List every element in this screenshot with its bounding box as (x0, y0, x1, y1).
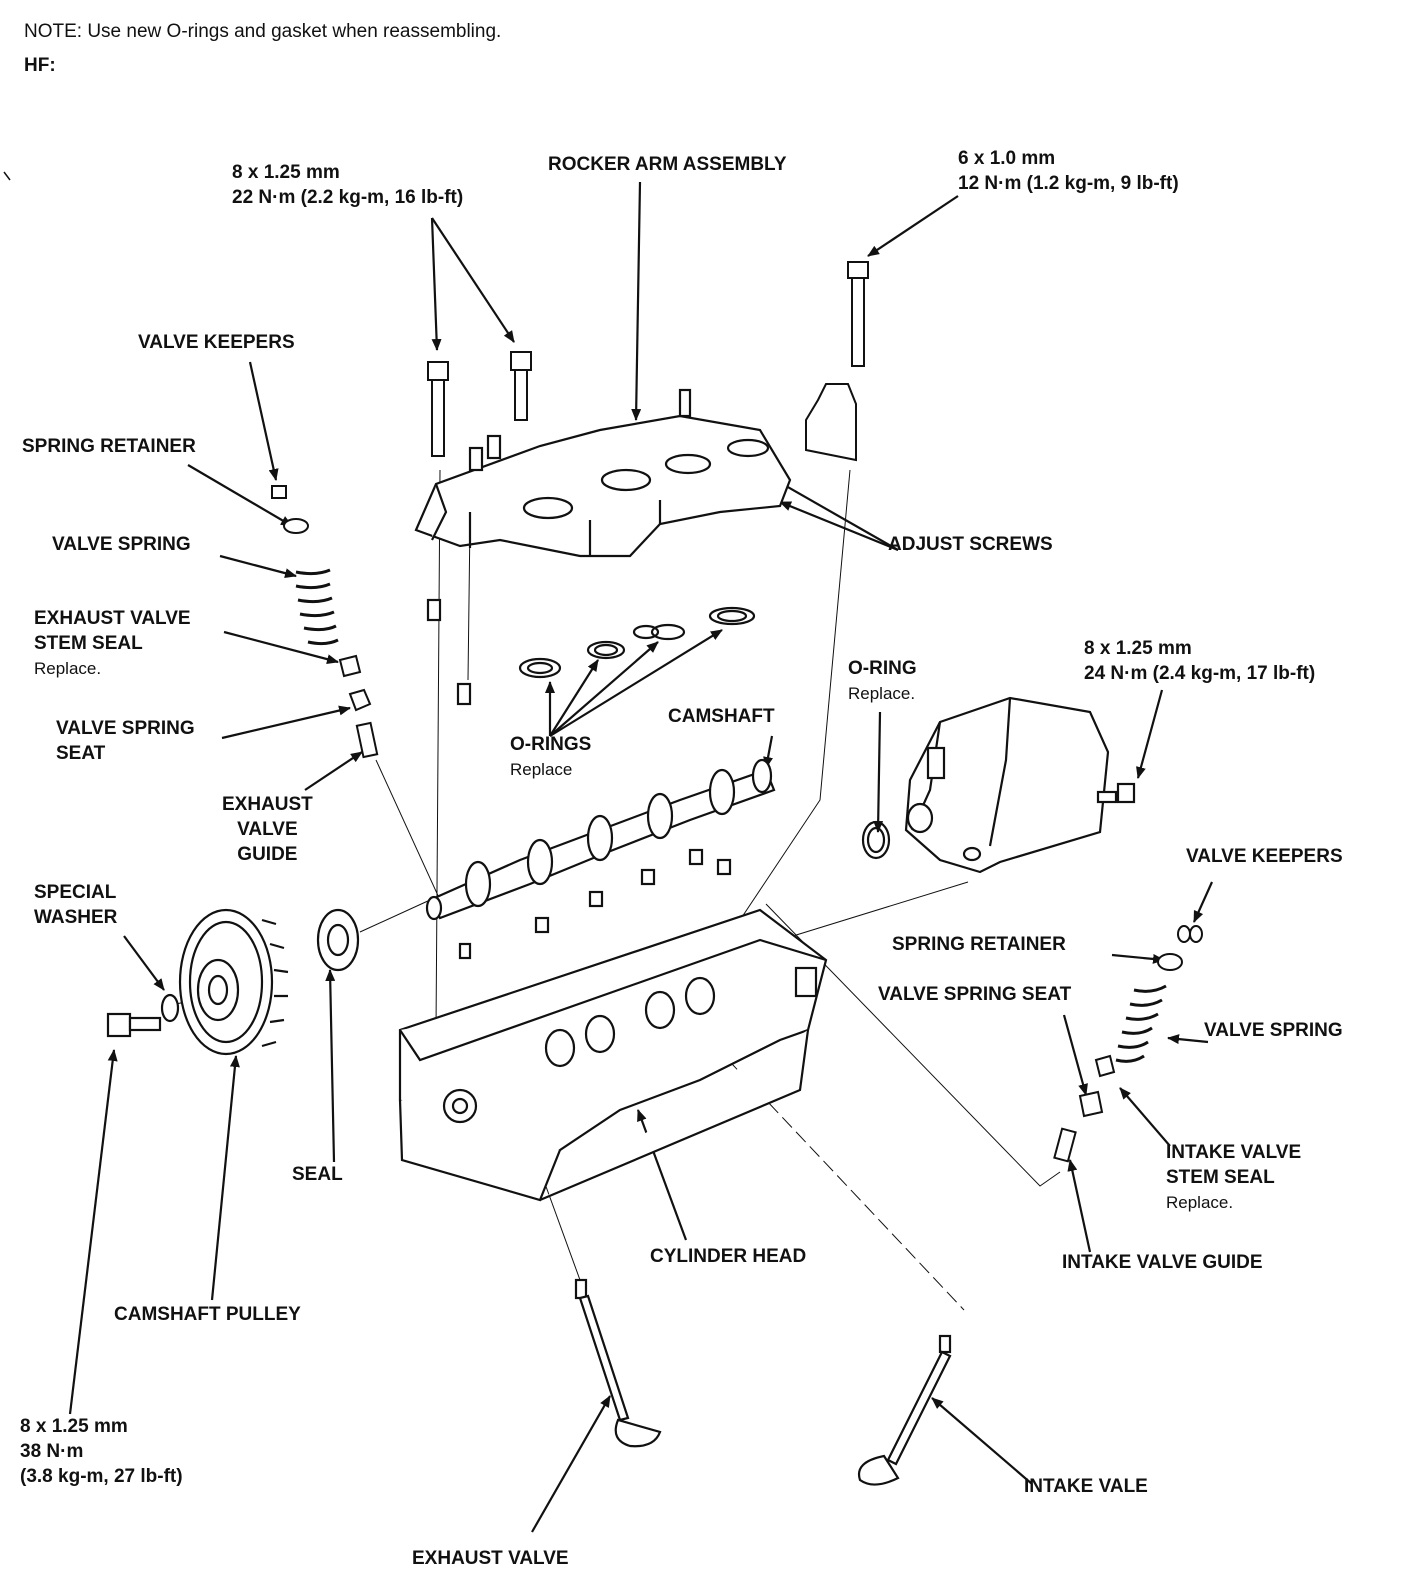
label-spring-retainer-left: SPRING RETAINER (22, 436, 196, 457)
label-cylinder-head: CYLINDER HEAD (650, 1246, 807, 1267)
label-intake-valve-stem-seal: INTAKE VALVE STEM SEAL Replace. (1166, 1142, 1302, 1212)
label-housing-bolt-spec: 8 x 1.25 mm 24 N·m (2.4 kg-m, 17 lb-ft) (1084, 638, 1316, 684)
label-special-washer: SPECIAL WASHER (34, 882, 118, 928)
label-exhaust-valve-guide: EXHAUST VALVE GUIDE (222, 794, 313, 865)
edge-mark (3, 171, 11, 181)
camshaft (425, 758, 776, 921)
label-adjust-screws: ADJUST SCREWS (888, 534, 1053, 555)
camshaft-pulley-parts (106, 908, 360, 1056)
distributor-housing (904, 696, 1136, 874)
label-valve-spring-seat-left: VALVE SPRING SEAT (56, 718, 195, 764)
label-rocker-bolt-spec: 8 x 1.25 mm 22 N·m (2.2 kg-m, 16 lb-ft) (232, 162, 464, 208)
engine-code: HF: (24, 55, 56, 76)
label-spring-retainer-right: SPRING RETAINER (892, 934, 1066, 955)
valves (574, 1278, 952, 1486)
label-intake-valve-guide: INTAKE VALVE GUIDE (1062, 1252, 1263, 1273)
note-text: NOTE: Use new O-rings and gasket when re… (24, 21, 502, 42)
label-valve-keepers-right: VALVE KEEPERS (1186, 846, 1343, 867)
label-o-rings: O-RINGS Replace (510, 734, 592, 779)
label-distributor-bolt-spec: 6 x 1.0 mm 12 N·m (1.2 kg-m, 9 lb-ft) (958, 148, 1179, 194)
exhaust-valve-parts (271, 485, 379, 759)
label-camshaft: CAMSHAFT (668, 706, 775, 727)
label-o-ring: O-RING Replace. (848, 658, 917, 703)
cylinder-head (398, 848, 828, 1202)
intake-valve-parts (1053, 925, 1203, 1163)
label-pulley-bolt-spec: 8 x 1.25 mm 38 N·m (3.8 kg-m, 27 lb-ft) (20, 1416, 183, 1487)
label-camshaft-pulley: CAMSHAFT PULLEY (114, 1304, 301, 1325)
o-rings (518, 606, 891, 860)
label-exhaust-valve-stem-seal: EXHAUST VALVE STEM SEAL Replace. (34, 608, 191, 678)
label-rocker-arm-assembly: ROCKER ARM ASSEMBLY (548, 154, 787, 175)
label-valve-spring-right: VALVE SPRING (1204, 1020, 1343, 1041)
label-valve-spring-seat-right: VALVE SPRING SEAT (878, 984, 1072, 1005)
label-seal: SEAL (292, 1164, 343, 1185)
leader-lines (68, 181, 1214, 1533)
rocker-bolts (427, 261, 869, 462)
label-valve-spring-left: VALVE SPRING (52, 534, 191, 555)
rocker-arm-assembly (414, 388, 792, 706)
label-exhaust-valve: EXHAUST VALVE (412, 1548, 569, 1569)
label-valve-keepers-left: VALVE KEEPERS (138, 332, 295, 353)
label-intake-valve: INTAKE VALE (1024, 1476, 1148, 1497)
